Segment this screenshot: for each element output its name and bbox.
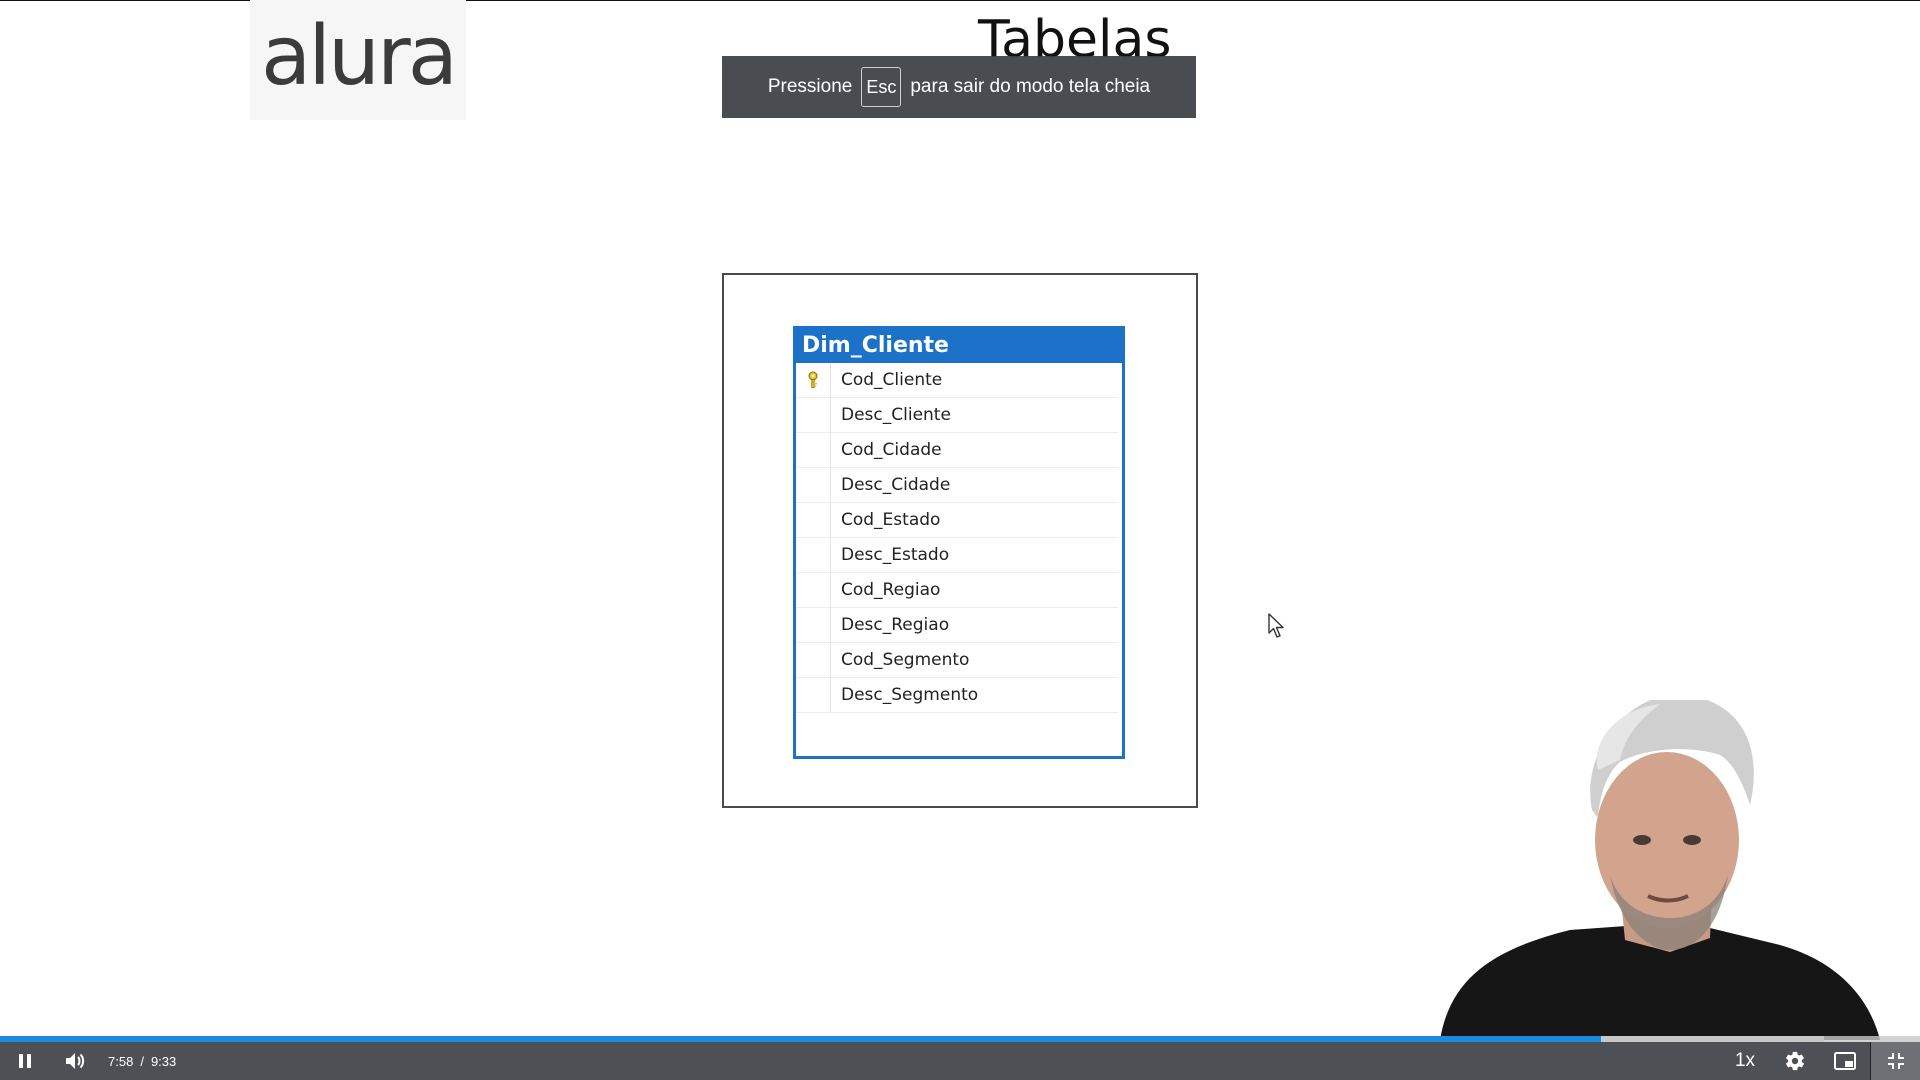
speed-label: 1x xyxy=(1734,1050,1756,1071)
volume-icon xyxy=(66,1053,85,1069)
table-column-row: Cod_Cliente xyxy=(796,363,1118,398)
column-name: Cod_Regiao xyxy=(841,580,941,600)
column-name: Cod_Cliente xyxy=(841,370,943,390)
table-name: Dim_Cliente xyxy=(796,329,1122,363)
column-name: Desc_Segmento xyxy=(841,685,979,705)
exit-fullscreen-button[interactable] xyxy=(1870,1042,1920,1080)
column-name: Desc_Cliente xyxy=(841,405,951,425)
duration: 9:33 xyxy=(150,1053,177,1069)
fullscreen-exit-toast: Pressione Esc para sair do modo tela che… xyxy=(722,56,1196,118)
presenter-webcam xyxy=(1440,700,1880,1040)
progress-played xyxy=(0,1036,1602,1042)
table-column-row: Desc_Estado xyxy=(796,538,1118,573)
time-display: 7:58 / 9:33 xyxy=(108,1054,176,1069)
column-name: Desc_Regiao xyxy=(841,615,950,635)
video-control-bar: 7:58 / 9:33 1x xyxy=(0,1042,1920,1080)
table-column-row: Cod_Regiao xyxy=(796,573,1118,608)
row-gutter xyxy=(796,503,831,537)
row-gutter xyxy=(796,608,831,642)
row-gutter xyxy=(796,433,831,467)
row-gutter xyxy=(796,363,831,397)
table-column-row: Desc_Cidade xyxy=(796,468,1118,503)
pause-button[interactable] xyxy=(0,1042,50,1080)
row-gutter xyxy=(796,643,831,677)
logo-text: alura xyxy=(261,9,458,104)
top-border xyxy=(0,0,1920,1)
progress-bar[interactable] xyxy=(0,1036,1920,1042)
row-gutter xyxy=(796,573,831,607)
table-column-row: Desc_Segmento xyxy=(796,678,1118,713)
primary-key-icon xyxy=(808,371,818,388)
toast-text-after: para sair do modo tela cheia xyxy=(910,76,1151,97)
table-column-row: Cod_Cidade xyxy=(796,433,1118,468)
time-separator: / xyxy=(140,1053,144,1069)
alura-logo: alura xyxy=(250,0,466,120)
exit-fullscreen-icon xyxy=(1887,1053,1904,1069)
table-column-row: Desc_Cliente xyxy=(796,398,1118,433)
column-name: Cod_Cidade xyxy=(841,440,942,460)
column-name: Cod_Estado xyxy=(841,510,941,530)
settings-icon xyxy=(1786,1051,1804,1071)
row-gutter xyxy=(796,398,831,432)
row-gutter xyxy=(796,678,831,712)
picture-in-picture-button[interactable] xyxy=(1820,1042,1870,1080)
table-column-row: Cod_Segmento xyxy=(796,643,1118,678)
table-column-row: Desc_Regiao xyxy=(796,608,1118,643)
current-time: 7:58 xyxy=(108,1053,134,1069)
column-name: Desc_Cidade xyxy=(841,475,951,495)
column-name: Cod_Segmento xyxy=(841,650,970,670)
column-name: Desc_Estado xyxy=(841,545,950,565)
row-gutter xyxy=(796,468,831,502)
playback-speed-button[interactable]: 1x xyxy=(1720,1042,1770,1080)
settings-button[interactable] xyxy=(1770,1042,1820,1080)
volume-button[interactable] xyxy=(50,1042,100,1080)
mouse-pointer-icon xyxy=(1268,613,1284,638)
table-column-row: Cod_Estado xyxy=(796,503,1118,538)
esc-key-badge: Esc xyxy=(861,67,902,107)
toast-text-before: Pressione xyxy=(767,76,853,97)
pause-icon xyxy=(19,1054,31,1068)
row-gutter xyxy=(796,538,831,572)
picture-in-picture-icon xyxy=(1834,1052,1856,1070)
